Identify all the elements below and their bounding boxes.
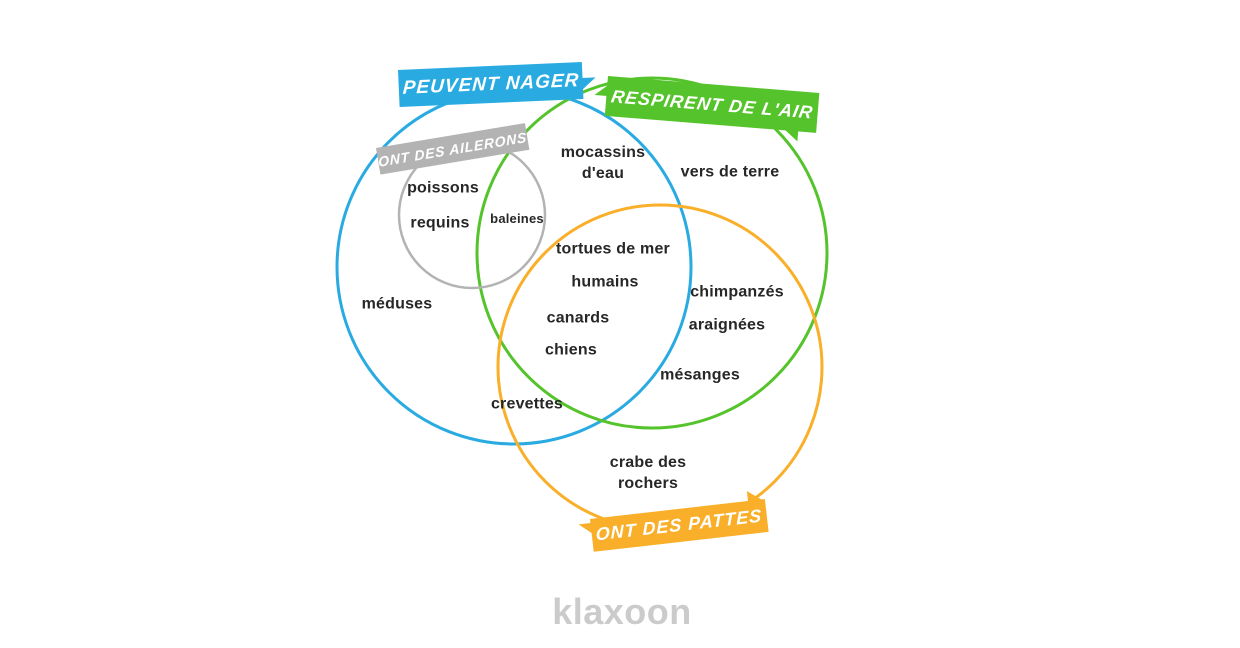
item-chimpanzes: chimpanzés bbox=[690, 283, 784, 301]
item-araignees: araignées bbox=[688, 316, 766, 334]
set-label-respirent-de-lair-text: RESPIRENT DE L'AIR bbox=[609, 85, 815, 122]
item-tortues-de-mer: tortues de mer bbox=[556, 240, 670, 258]
item-poissons: poissons bbox=[407, 179, 479, 197]
item-mesanges: mésanges bbox=[660, 366, 740, 384]
item-crabe-des-rochers: crabe des rochers bbox=[609, 454, 687, 492]
item-vers-de-terre: vers de terre bbox=[680, 163, 780, 181]
item-canards: canards bbox=[546, 309, 610, 327]
item-crevettes: crevettes bbox=[490, 395, 564, 413]
item-baleines: baleines bbox=[490, 211, 544, 226]
item-requins: requins bbox=[410, 214, 470, 232]
item-mocassins-deau: mocassins d'eau bbox=[560, 144, 646, 182]
item-meduses: méduses bbox=[361, 295, 433, 313]
circle-respirent-de-lair bbox=[475, 76, 829, 430]
item-humains: humains bbox=[571, 273, 639, 291]
item-chiens: chiens bbox=[545, 341, 597, 359]
set-label-peuvent-nager-text: PEUVENT NAGER bbox=[401, 69, 580, 99]
klaxoon-logo: klaxoon bbox=[552, 591, 692, 632]
